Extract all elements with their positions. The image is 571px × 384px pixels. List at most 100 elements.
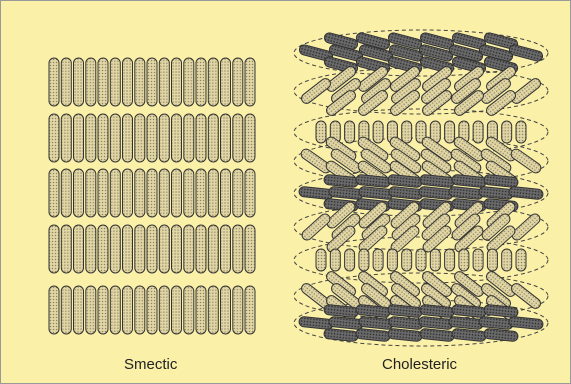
- smectic-molecule: [86, 286, 96, 334]
- smectic-label: Smectic: [124, 356, 177, 373]
- smectic-molecule: [221, 225, 231, 273]
- smectic-molecule: [208, 58, 218, 106]
- smectic-molecule: [208, 225, 218, 273]
- smectic-molecule: [49, 58, 59, 106]
- cholesteric-molecule: [345, 249, 355, 271]
- smectic-molecule: [61, 169, 71, 217]
- smectic-molecule: [98, 225, 108, 273]
- smectic-molecule: [61, 225, 71, 273]
- smectic-molecule: [233, 225, 243, 273]
- smectic-molecule: [172, 114, 182, 162]
- smectic-molecule: [135, 114, 145, 162]
- smectic-molecule: [110, 58, 120, 106]
- cholesteric-molecule: [445, 249, 455, 271]
- cholesteric-molecule: [316, 249, 326, 271]
- smectic-molecule: [172, 225, 182, 273]
- smectic-molecule: [74, 169, 84, 217]
- smectic-molecule: [208, 114, 218, 162]
- smectic-molecule: [221, 114, 231, 162]
- cholesteric-molecule: [416, 249, 426, 271]
- cholesteric-molecule: [373, 249, 383, 271]
- smectic-molecule: [123, 114, 133, 162]
- smectic-molecule: [74, 225, 84, 273]
- smectic-molecule: [110, 225, 120, 273]
- smectic-molecule: [110, 286, 120, 334]
- smectic-molecule: [221, 58, 231, 106]
- smectic-molecule: [135, 225, 145, 273]
- cholesteric-molecule: [330, 249, 340, 271]
- smectic-molecule: [172, 58, 182, 106]
- cholesteric-molecule: [359, 249, 369, 271]
- smectic-molecule: [184, 58, 194, 106]
- cholesteric-molecule: [445, 121, 455, 143]
- smectic-molecule: [49, 225, 59, 273]
- cholesteric-molecule: [516, 121, 526, 143]
- smectic-molecule: [147, 58, 157, 106]
- smectic-molecule: [245, 114, 255, 162]
- smectic-molecule: [49, 114, 59, 162]
- cholesteric-molecule: [402, 121, 412, 143]
- smectic-molecule: [172, 169, 182, 217]
- smectic-molecule: [196, 169, 206, 217]
- smectic-molecule: [159, 58, 169, 106]
- smectic-molecule: [221, 286, 231, 334]
- cholesteric-molecule: [502, 121, 512, 143]
- smectic-molecule: [196, 225, 206, 273]
- smectic-molecule: [123, 286, 133, 334]
- smectic-molecule: [74, 286, 84, 334]
- smectic-molecule: [233, 58, 243, 106]
- smectic-molecule: [135, 169, 145, 217]
- smectic-molecule: [184, 286, 194, 334]
- smectic-molecule: [196, 58, 206, 106]
- smectic-molecule: [147, 114, 157, 162]
- smectic-molecule: [208, 286, 218, 334]
- smectic-molecule: [147, 225, 157, 273]
- smectic-molecule: [49, 169, 59, 217]
- smectic-molecule: [184, 169, 194, 217]
- smectic-molecule: [159, 286, 169, 334]
- smectic-molecule: [245, 286, 255, 334]
- smectic-molecule: [245, 169, 255, 217]
- smectic-molecule: [135, 58, 145, 106]
- smectic-molecule: [208, 169, 218, 217]
- smectic-molecule: [221, 169, 231, 217]
- smectic-molecule: [86, 225, 96, 273]
- cholesteric-molecule: [516, 249, 526, 271]
- smectic-molecule: [123, 169, 133, 217]
- smectic-molecule: [184, 114, 194, 162]
- smectic-molecule: [135, 286, 145, 334]
- cholesteric-molecule: [387, 249, 397, 271]
- smectic-molecule: [61, 58, 71, 106]
- cholesteric-molecule: [373, 121, 383, 143]
- smectic-molecule: [196, 286, 206, 334]
- smectic-molecule: [74, 114, 84, 162]
- smectic-molecule: [98, 169, 108, 217]
- smectic-molecule: [86, 169, 96, 217]
- cholesteric-molecule: [459, 249, 469, 271]
- smectic-molecule: [98, 286, 108, 334]
- cholesteric-molecule: [316, 121, 326, 143]
- smectic-molecule: [86, 114, 96, 162]
- smectic-molecule: [245, 225, 255, 273]
- smectic-molecule: [159, 225, 169, 273]
- cholesteric-molecule: [345, 121, 355, 143]
- cholesteric-molecule: [402, 249, 412, 271]
- cholesteric-label: Cholesteric: [382, 356, 457, 373]
- smectic-molecule: [184, 225, 194, 273]
- smectic-molecule: [98, 58, 108, 106]
- smectic-molecule: [147, 169, 157, 217]
- cholesteric-molecule: [473, 121, 483, 143]
- smectic-molecule: [61, 114, 71, 162]
- smectic-molecule: [123, 58, 133, 106]
- cholesteric-molecule: [487, 249, 497, 271]
- smectic-molecule: [61, 286, 71, 334]
- smectic-molecule: [110, 114, 120, 162]
- smectic-diagram: [49, 58, 255, 334]
- smectic-molecule: [123, 225, 133, 273]
- smectic-molecule: [98, 114, 108, 162]
- cholesteric-molecule: [473, 249, 483, 271]
- smectic-molecule: [49, 286, 59, 334]
- cholesteric-molecule: [430, 249, 440, 271]
- smectic-molecule: [159, 114, 169, 162]
